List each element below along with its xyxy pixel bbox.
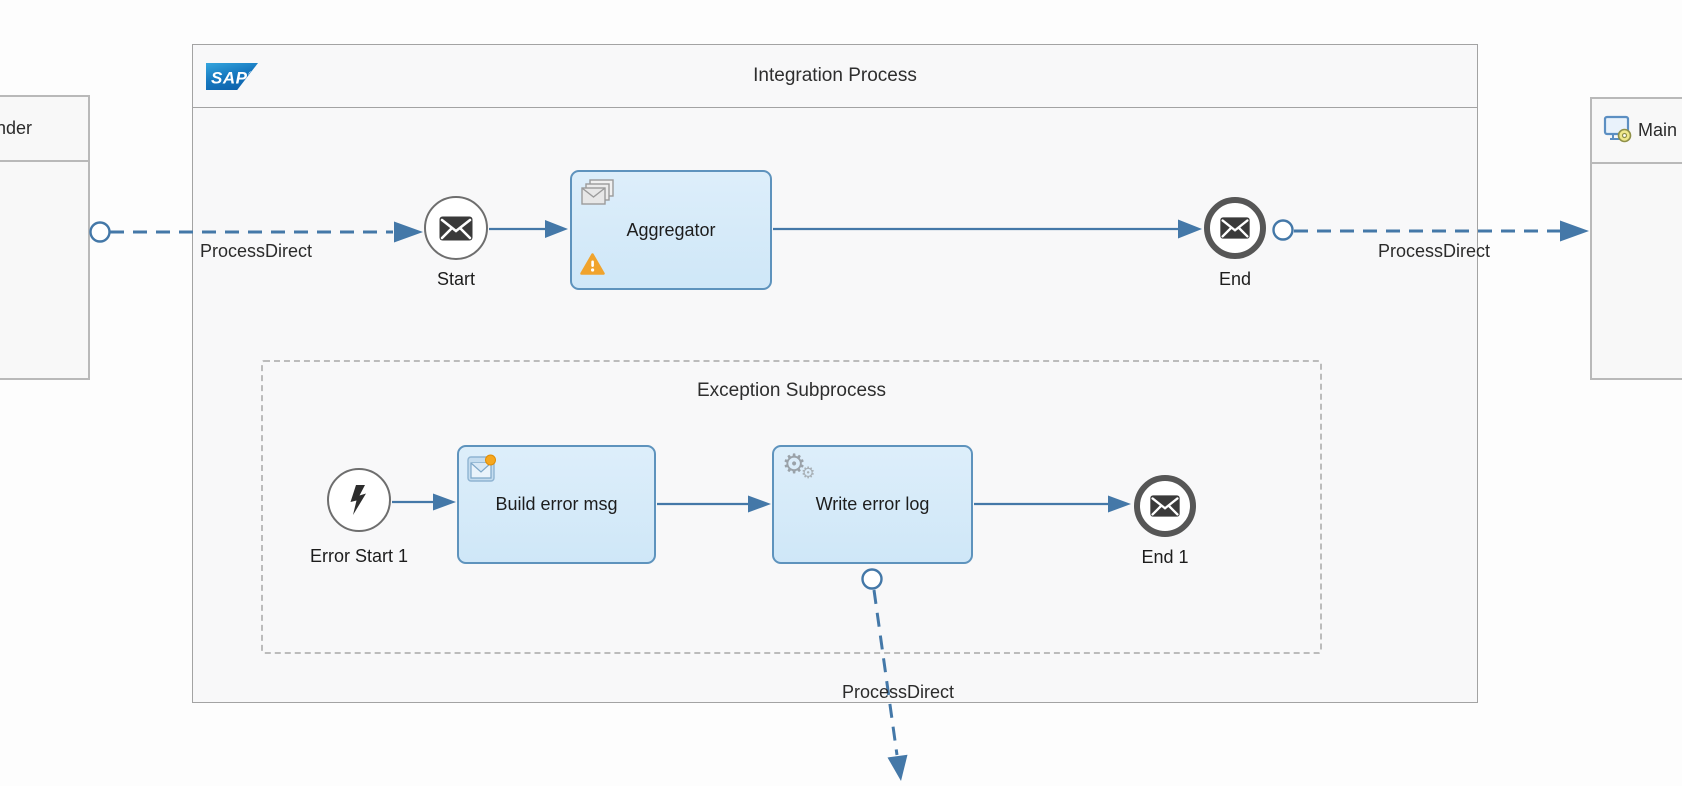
- build-error-msg-step[interactable]: Build error msg: [457, 445, 656, 564]
- end-event-label: End: [1218, 269, 1252, 289]
- integration-process-header: SAP® Integration Process: [193, 45, 1477, 108]
- receiver-system-icon: [1603, 115, 1633, 148]
- error-start-event-label: Error Start 1: [309, 546, 409, 566]
- content-modifier-icon: [466, 453, 498, 490]
- integration-process-container[interactable]: SAP® Integration Process: [192, 44, 1478, 703]
- end-event[interactable]: [1204, 197, 1266, 259]
- participant-receiver-label: Main: [1638, 120, 1678, 140]
- lightning-bolt-icon: [350, 485, 366, 515]
- exception-subprocess-title: Exception Subprocess: [696, 380, 887, 401]
- end1-event[interactable]: [1134, 475, 1196, 537]
- end1-event-label: End 1: [1141, 547, 1189, 567]
- integration-process-title: Integration Process: [753, 65, 917, 86]
- script-gears-icon: ⚙⚙: [782, 449, 816, 482]
- participant-receiver-pool[interactable]: Main: [1590, 97, 1682, 380]
- error-start-event[interactable]: [327, 468, 391, 532]
- aggregator-step-label: Aggregator: [626, 219, 716, 240]
- message-envelope-icon: [439, 216, 473, 240]
- participant-sender-label: Sender: [0, 118, 32, 138]
- aggregator-step[interactable]: Aggregator: [570, 170, 772, 290]
- arrowhead-outbound: [1560, 220, 1589, 242]
- processdirect-inbound-label: ProcessDirect: [199, 241, 313, 261]
- build-error-msg-label: Build error msg: [495, 494, 618, 514]
- exception-subprocess-container[interactable]: Exception Subprocess: [261, 360, 1322, 654]
- write-error-log-step[interactable]: ⚙⚙ Write error log: [772, 445, 973, 564]
- processdirect-error-outbound-label: ProcessDirect: [841, 682, 955, 702]
- write-error-log-label: Write error log: [815, 494, 930, 514]
- participant-sender-pool[interactable]: Sender: [0, 95, 90, 380]
- participant-receiver-header: Main: [1592, 99, 1682, 164]
- message-envelope-icon: [1150, 495, 1180, 517]
- arrowhead-error-outbound: [887, 754, 908, 781]
- participant-sender-header: Sender: [0, 97, 88, 162]
- start-event[interactable]: [424, 196, 488, 260]
- aggregator-stacked-envelopes-icon: [579, 178, 617, 217]
- start-event-label: Start: [436, 269, 475, 289]
- warning-icon: [580, 253, 605, 280]
- connection-point-sender[interactable]: [89, 221, 111, 243]
- message-envelope-icon: [1220, 217, 1250, 239]
- processdirect-outbound-label: ProcessDirect: [1377, 241, 1491, 261]
